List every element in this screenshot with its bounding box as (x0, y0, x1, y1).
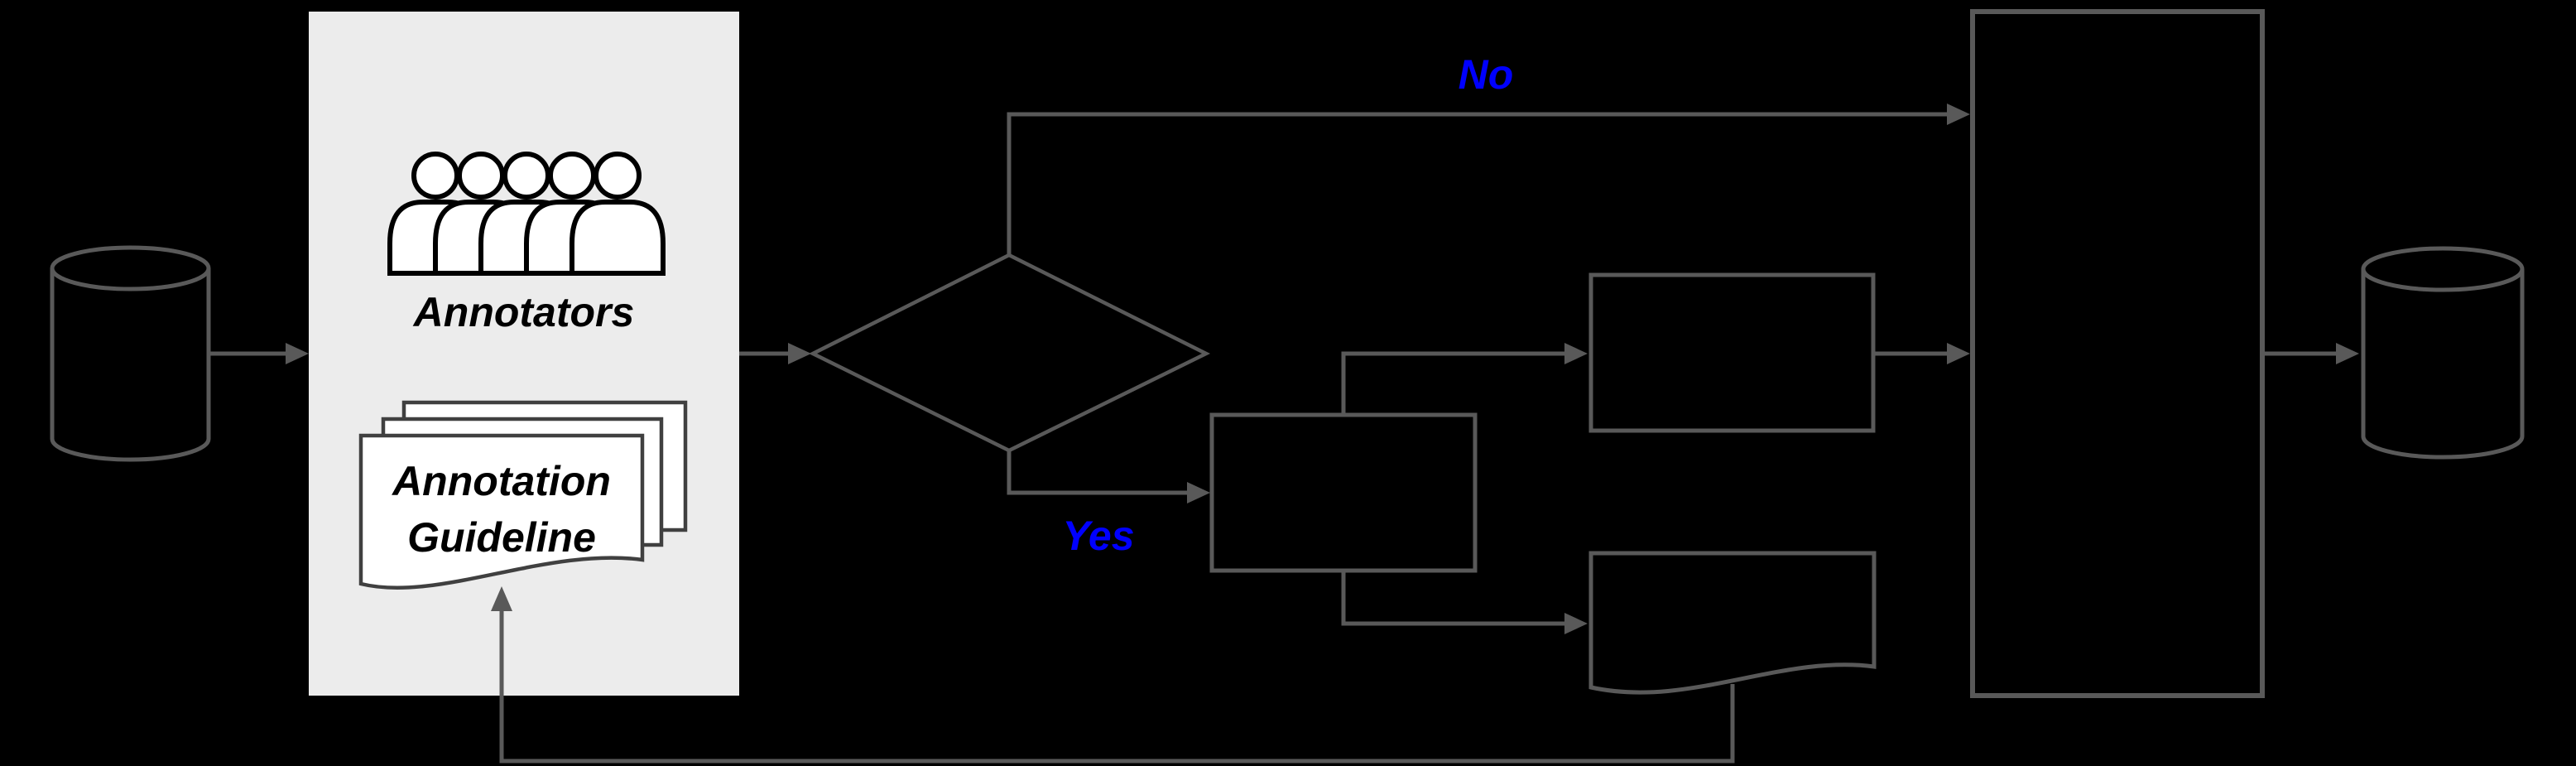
arrowhead-icon (286, 343, 309, 364)
decision-diamond (808, 253, 1211, 453)
connector-rect1-to-rect2 (1341, 343, 1588, 415)
cylinder-top (50, 245, 211, 291)
output-document-shape (1588, 551, 1877, 695)
cylinder-body (2361, 269, 2525, 460)
source-database-cylinder-icon (50, 245, 211, 462)
person-icon (570, 152, 666, 276)
arrow-annotators-to-decision (739, 343, 811, 364)
guideline-label-line1: Annotation (391, 458, 611, 504)
cylinder-top (2361, 246, 2525, 292)
process-rect-1 (1209, 412, 1478, 573)
no-branch-label: No (1459, 51, 1514, 98)
guideline-label-line2: Guideline (407, 514, 596, 561)
document-stack-icon: Annotation Guideline (358, 400, 688, 590)
sink-database-cylinder-icon (2361, 246, 2525, 460)
connector-rect2-to-collector (1873, 343, 1970, 364)
stack-page-front (358, 433, 645, 590)
collector-rect (1970, 9, 2265, 698)
process-rect-2 (1588, 272, 1876, 433)
feedback-connector-document-to-guideline (491, 586, 1735, 764)
cylinder-body (50, 268, 211, 462)
people-group-icon (387, 152, 666, 276)
yes-branch-label: Yes (1062, 513, 1134, 559)
arrowhead-icon (1947, 343, 1970, 364)
arrowhead-icon (1564, 343, 1588, 364)
arrowhead-icon (1947, 104, 1970, 125)
annotators-panel (309, 12, 739, 696)
yes-branch-connector (1007, 450, 1210, 503)
arrowhead-icon (1564, 613, 1588, 634)
arrowhead-icon (1187, 482, 1210, 503)
annotators-label: Annotators (412, 289, 635, 335)
arrow-collector-to-sink (2262, 343, 2359, 364)
no-branch-connector (1007, 104, 1970, 255)
connector-rect1-to-document (1341, 571, 1588, 634)
arrow-source-to-annotators (209, 343, 309, 364)
arrowhead-icon (491, 586, 512, 611)
arrowhead-icon (2336, 343, 2359, 364)
arrowhead-icon (788, 343, 811, 364)
